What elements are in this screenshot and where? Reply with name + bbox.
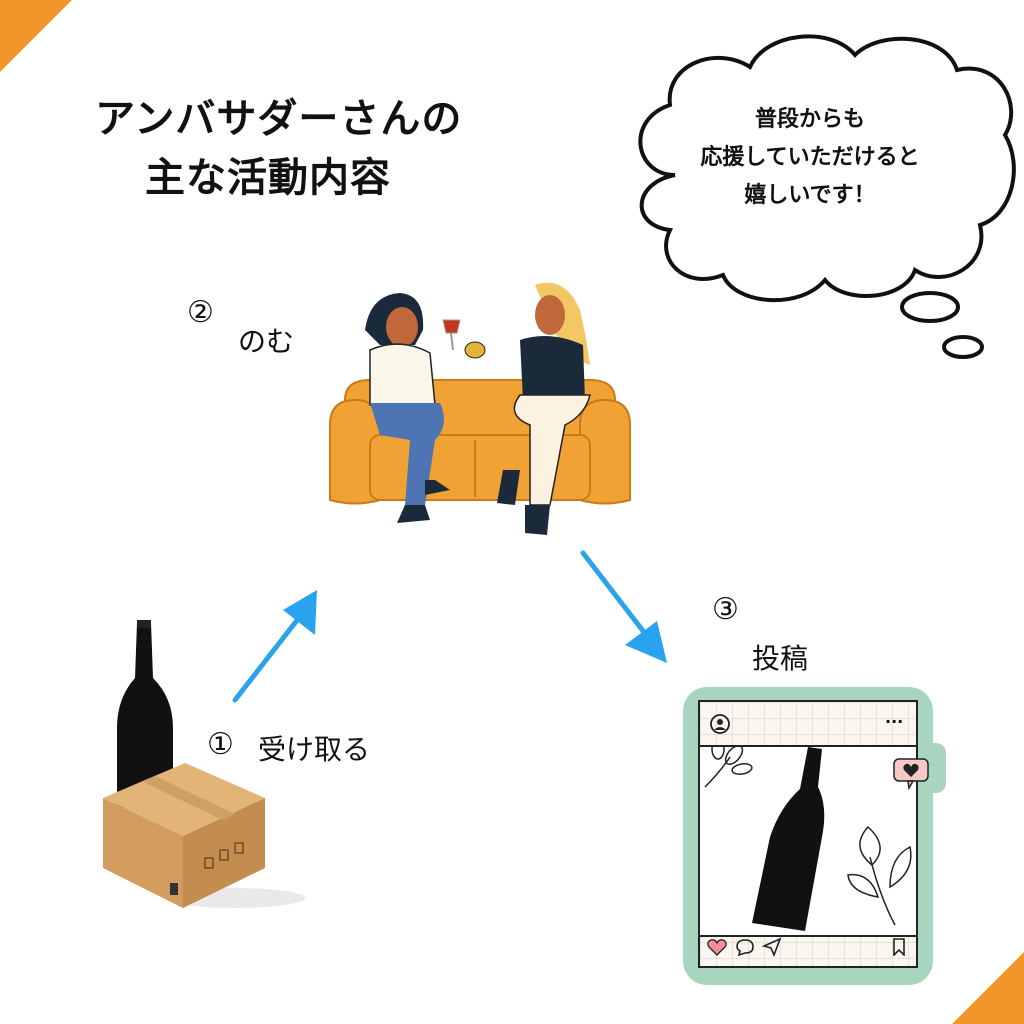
like-notification-badge	[893, 758, 929, 790]
profile-icon[interactable]	[709, 713, 731, 735]
corner-decoration-bottom-right	[952, 952, 1024, 1024]
bubble-text-line-3: 嬉しいです！	[744, 183, 876, 208]
step-2-label: のむ	[238, 325, 295, 358]
bubble-text-line-2: 応援していただけると	[700, 145, 920, 170]
share-icon[interactable]	[762, 937, 782, 957]
bookmark-icon[interactable]	[892, 938, 906, 956]
sofa-friends-illustration	[329, 282, 631, 535]
post-photo-illustration	[704, 747, 912, 931]
step-2-number: ②	[187, 295, 214, 330]
thought-bubble	[638, 34, 1016, 359]
post-menu-dots[interactable]: ...	[885, 708, 904, 727]
bottle-and-box-illustration	[103, 620, 305, 908]
comment-icon[interactable]	[735, 938, 755, 956]
step-3-number: ③	[712, 592, 739, 627]
step-1-label: 受け取る	[258, 733, 371, 766]
step-3-label: 投稿	[752, 642, 809, 675]
heart-icon[interactable]	[707, 938, 727, 956]
page-title-line-1: アンバサダーさんの	[95, 96, 463, 142]
arrow-step1-to-step2	[232, 590, 317, 703]
step-1-number: ①	[207, 727, 234, 762]
arrow-step2-to-step3	[580, 550, 667, 663]
bubble-text-line-1: 普段からも	[754, 107, 865, 132]
page-title-line-2: 主な活動内容	[145, 155, 391, 201]
corner-decoration-top-left	[0, 0, 72, 72]
